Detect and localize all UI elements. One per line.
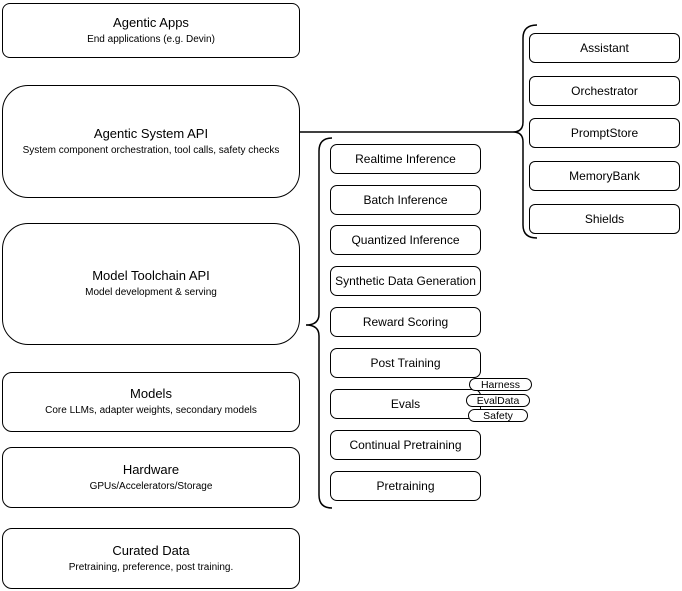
models-box: Models Core LLMs, adapter weights, secon… [2, 372, 300, 432]
hardware-title: Hardware [122, 461, 180, 477]
agentic-system-api-title: Agentic System API [93, 125, 209, 141]
curated-data-subtitle: Pretraining, preference, post training. [68, 561, 234, 573]
system-component-shields: Shields [529, 204, 680, 234]
agentic-system-api-subtitle: System component orchestration, tool cal… [22, 144, 280, 156]
hardware-box: Hardware GPUs/Accelerators/Storage [2, 447, 300, 508]
toolchain-item-evals: Evals [330, 389, 481, 419]
toolchain-item-quantized-inference: Quantized Inference [330, 225, 481, 255]
hardware-subtitle: GPUs/Accelerators/Storage [89, 480, 213, 492]
agentic-system-api-box: Agentic System API System component orch… [2, 85, 300, 198]
system-component-promptstore: PromptStore [529, 118, 680, 148]
model-toolchain-api-title: Model Toolchain API [92, 268, 210, 283]
model-toolchain-api-subtitle: Model development & serving [85, 287, 217, 298]
toolchain-bracket [305, 137, 333, 509]
system-component-orchestrator: Orchestrator [529, 76, 680, 106]
toolchain-item-pretraining: Pretraining [330, 471, 481, 501]
model-toolchain-api-box: Model Toolchain API Model development & … [2, 223, 300, 345]
models-title: Models [130, 386, 172, 401]
system-component-memorybank: MemoryBank [529, 161, 680, 191]
toolchain-item-synthetic-data-generation: Synthetic Data Generation [330, 266, 481, 296]
toolchain-item-batch-inference: Batch Inference [330, 185, 481, 215]
models-subtitle: Core LLMs, adapter weights, secondary mo… [45, 405, 257, 416]
eval-badge-safety: Safety [468, 409, 528, 422]
toolchain-item-reward-scoring: Reward Scoring [330, 307, 481, 337]
agentic-apps-title: Agentic Apps [113, 14, 189, 30]
toolchain-item-realtime-inference: Realtime Inference [330, 144, 481, 174]
toolchain-item-post-training: Post Training [330, 348, 481, 378]
curated-data-title: Curated Data [112, 542, 190, 558]
toolchain-item-continual-pretraining: Continual Pretraining [330, 430, 481, 460]
agentic-apps-box: Agentic Apps End applications (e.g. Devi… [2, 3, 300, 58]
eval-badge-evaldata: EvalData [466, 394, 530, 407]
system-component-assistant: Assistant [529, 33, 680, 63]
curated-data-box: Curated Data Pretraining, preference, po… [2, 528, 300, 589]
eval-badge-harness: Harness [469, 378, 532, 391]
agentic-apps-subtitle: End applications (e.g. Devin) [87, 33, 215, 45]
